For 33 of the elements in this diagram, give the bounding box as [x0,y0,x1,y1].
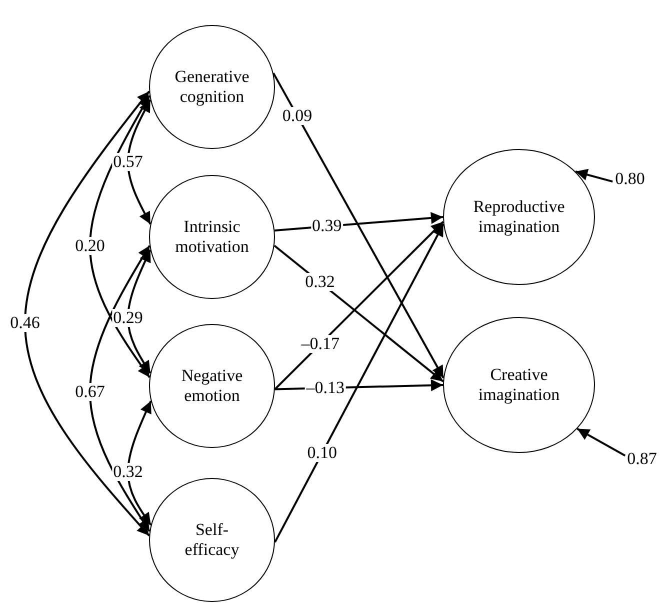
path-coefficient: 0.09 [281,106,314,125]
path-coefficient: 0.32 [112,463,144,481]
variable-name: Negative emotion [180,366,244,406]
path-arrow [274,224,444,543]
correlation-arrow [24,90,150,536]
path-arrow [272,72,444,378]
variable-circle [149,175,275,299]
path-coefficient: 0.46 [9,314,41,332]
residual-value: 0.80 [614,169,646,189]
path-arrow [575,168,613,183]
path-arrow [576,428,626,456]
path-coefficient: 0.57 [112,153,144,171]
variable-circle [149,478,275,602]
variable-name: Creative imagination [477,365,561,405]
path-coefficient: 0.67 [74,383,106,401]
variable-circle [149,25,275,149]
correlation-arrow [89,95,150,378]
correlation-arrow [89,245,150,532]
path-coefficient: 0.10 [306,444,338,462]
variable-name: Self- efficacy [184,520,240,560]
path-arrow [274,221,444,390]
variable-ellipse [443,317,595,453]
variable-name: Reproductive imagination [472,197,566,237]
path-coefficient: 0.29 [112,309,144,327]
path-coefficient: 0.32 [304,273,336,292]
path-arrow [274,244,444,382]
path-coefficient: –0.17 [300,335,340,354]
variable-name: Generative cognition [174,67,250,107]
variable-name: Intrinsic motivation [174,217,250,257]
path-coefficient: 0.20 [74,237,106,255]
variable-ellipse [443,149,595,285]
residual-value: 0.87 [626,449,658,469]
variable-circle [149,324,275,448]
